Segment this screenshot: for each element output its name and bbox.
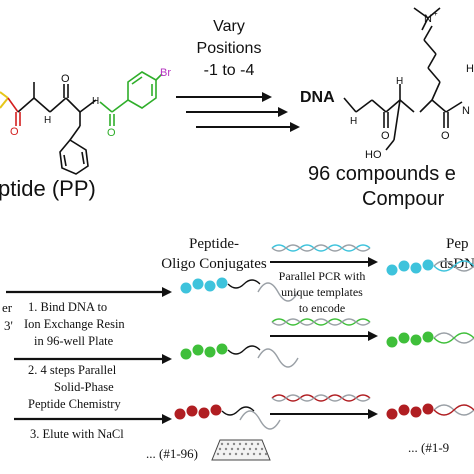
range-right: ... (#1-9 [408,440,449,455]
atom-n-edge: N [462,105,470,117]
svg-text:Parallel PCR with: Parallel PCR with [279,269,366,283]
svg-text:to encode: to encode [299,301,345,315]
svg-text:Solid-Phase: Solid-Phase [54,380,114,394]
pcr-text: Parallel PCR with unique templates to en… [279,269,366,315]
range-left: ... (#1-96) [146,446,198,461]
atom-n-plus: N [424,13,432,25]
svg-text:Positions: Positions [197,40,262,57]
svg-text:Pep: Pep [446,236,469,252]
conjugate-atom-labels: DNA N + H H H O O HO N [300,9,474,161]
atom-nh-b: H [396,76,403,87]
svg-text:1. Bind DNA to: 1. Bind DNA to [28,300,107,314]
step-text: 1. Bind DNA to Ion Exchange Resin in 96-… [24,300,125,441]
svg-text:Peptide Chemistry: Peptide Chemistry [28,397,121,411]
svg-text:er: er [2,300,13,315]
pcr-template-green [271,318,371,326]
dna-conjugate-structure [343,7,463,151]
svg-text:Oligo Conjugates: Oligo Conjugates [161,256,267,272]
atom-br: Br [160,67,171,79]
atom-o-right: O [107,127,116,139]
product-red [386,403,474,420]
svg-text:Peptide-: Peptide- [189,236,239,252]
peptide-atom-labels: Br O O O H H [10,67,171,139]
vary-label: Vary Positions -1 to -4 [197,18,262,79]
compounds-caption-2: Compour [362,188,445,210]
conjugate-cyan [180,277,299,302]
svg-text:3': 3' [4,318,13,333]
dna-tag: DNA [300,89,335,106]
atom-ho: HO [365,149,382,161]
svg-text:Ion Exchange Resin: Ion Exchange Resin [24,317,125,331]
peptide-structure [0,71,163,175]
well-plate-icon [211,439,271,461]
peptide-caption: ptide (PP) [0,176,96,201]
atom-o-mid: O [61,73,70,85]
left-cut-labels: er 3' [2,300,13,333]
conjugate-red [174,404,281,430]
svg-text:Vary: Vary [213,18,245,35]
conjugate-green [180,343,299,368]
product-green [386,331,474,348]
product-cyan [386,259,474,276]
atom-nh-a: H [350,116,357,127]
svg-text:2. 4 steps Parallel: 2. 4 steps Parallel [28,363,117,377]
pcr-template-red [271,394,371,402]
atom-o-a: O [381,130,390,142]
right-title: Pep dsDN [440,236,474,272]
svg-text:-1 to -4: -1 to -4 [204,62,255,79]
svg-text:unique templates: unique templates [281,285,363,299]
conjugate-title: Peptide- Oligo Conjugates [161,236,267,272]
atom-h-top: H [466,63,474,75]
svg-text:in 96-well Plate: in 96-well Plate [34,334,114,348]
atom-o-b: O [441,130,450,142]
svg-text:3. Elute with NaCl: 3. Elute with NaCl [30,427,124,441]
atom-nh-1: H [44,115,51,126]
pcr-template-cyan [271,244,371,252]
atom-nh-2: H [92,96,99,107]
atom-plus: + [433,9,438,18]
compounds-caption-1: 96 compounds e [308,163,456,185]
atom-o-left: O [10,126,19,138]
